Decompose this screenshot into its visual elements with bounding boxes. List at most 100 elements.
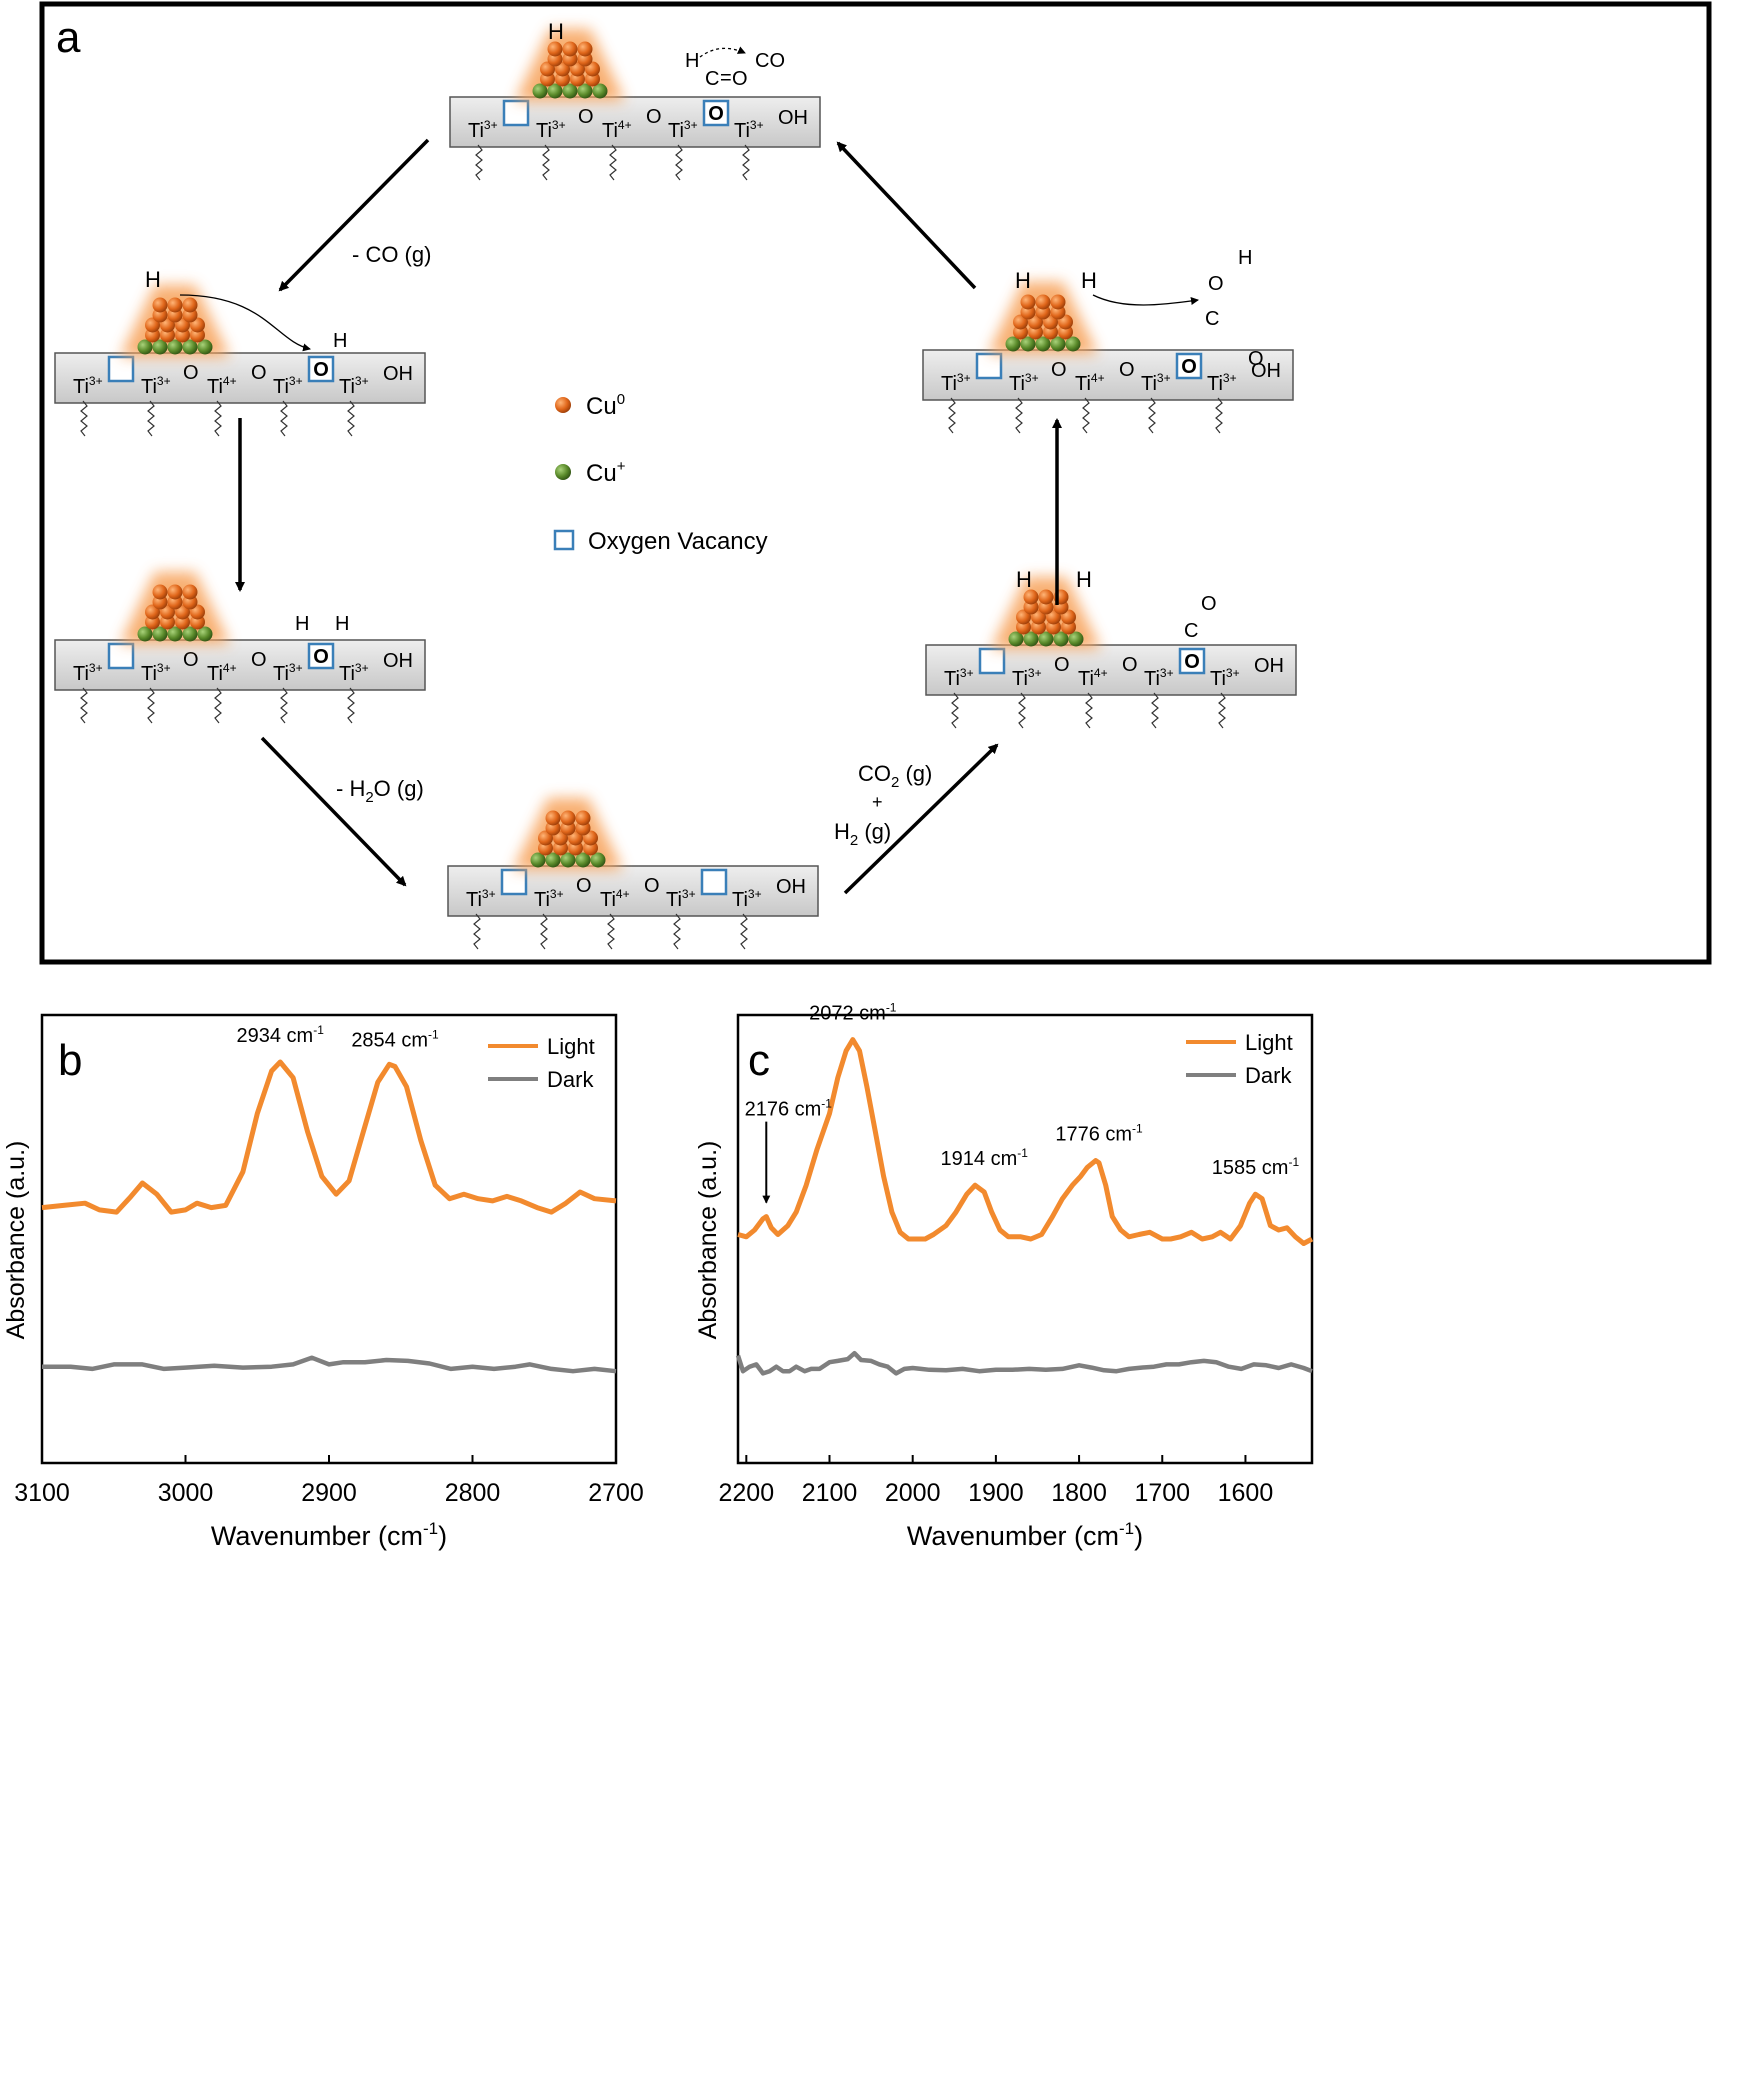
ti-site-label: Ti4+	[207, 661, 237, 685]
chart-c-x-tick-label: 1700	[1134, 1479, 1190, 1507]
bulk-bond	[1148, 397, 1156, 434]
ti-site-label: Ti3+	[466, 887, 496, 911]
legend-panel-a: Cu0 Cu+ Oxygen Vacancy	[553, 391, 768, 555]
label-minus-co: - CO (g)	[352, 242, 431, 267]
h-atom: H	[333, 330, 347, 352]
cu-plus-sphere	[182, 626, 198, 642]
label-co2: CO2 (g)	[858, 761, 932, 791]
chart-c-peak-label: 2176 cm-1	[745, 1097, 833, 1121]
vacancy-oxygen: O	[1181, 356, 1197, 378]
ti-site-label: Ti3+	[666, 887, 696, 911]
bridging-oxygen: O	[646, 106, 662, 128]
co-release-arrow	[699, 46, 746, 58]
oxygen-vacancy-icon	[502, 99, 530, 127]
cu-plus-sphere	[530, 852, 546, 868]
bulk-bond	[1085, 692, 1093, 729]
bridging-oxygen: O	[251, 362, 267, 384]
h-atom: H	[335, 613, 349, 635]
ti-site-label: Ti3+	[1012, 666, 1042, 690]
ti-site-label: Ti3+	[141, 661, 171, 685]
filled-vacancy-icon	[1175, 352, 1203, 380]
bulk-bond	[1018, 692, 1026, 729]
bulk-bond	[1015, 397, 1023, 434]
cu0-sphere	[167, 584, 183, 600]
bridging-oxygen: O	[576, 875, 592, 897]
oxygen-vacancy-icon	[978, 647, 1006, 675]
ti-site-label: Ti4+	[602, 118, 632, 142]
cu0-sphere	[1035, 294, 1051, 310]
ti-site-label: Ti3+	[73, 661, 103, 685]
hydroxyl-label: OH	[1251, 360, 1281, 382]
h-spillover-arrow	[179, 294, 311, 352]
bridging-oxygen: O	[183, 649, 199, 671]
cu-plus-sphere	[577, 83, 593, 99]
chart-b-x-tick-label: 2900	[301, 1479, 357, 1507]
ti-site-label: Ti3+	[273, 661, 303, 685]
legend-cu-plus: Cu+	[586, 458, 626, 487]
cu-plus-sphere	[152, 339, 168, 355]
cu-plus-sphere	[1008, 631, 1024, 647]
ti-site-label: Ti3+	[944, 666, 974, 690]
ti-site-label: Ti3+	[1009, 371, 1039, 395]
chart-b-x-tick-label: 2700	[588, 1479, 644, 1507]
ti-site-label: Ti3+	[1144, 666, 1174, 690]
label-minus-h2o: - H2O (g)	[336, 776, 424, 806]
bulk-bond	[280, 687, 288, 724]
cu-plus-sphere	[1038, 631, 1054, 647]
chart-b-legend: Light Dark	[488, 1034, 595, 1092]
cu0-sphere	[560, 810, 576, 826]
cu0-sphere	[575, 810, 591, 826]
filled-vacancy-icon	[1178, 647, 1206, 675]
bulk-bond	[475, 144, 483, 181]
bulk-bond	[951, 692, 959, 729]
chart-c-ylabel: Absorbance (a.u.)	[694, 1141, 722, 1340]
vacancy-oxygen: O	[313, 646, 329, 668]
chart-b-ylabel: Absorbance (a.u.)	[2, 1141, 30, 1340]
chart-c-x-tick-label: 1600	[1218, 1479, 1274, 1507]
bulk-bond	[740, 913, 748, 950]
h-atom: H	[145, 267, 161, 292]
bridging-oxygen: O	[578, 106, 594, 128]
cu0-sphere	[182, 297, 198, 313]
hydroxyl-label: OH	[383, 650, 413, 672]
h-transfer-arrow	[1092, 294, 1199, 306]
chart-c-peak-label: 1585 cm-1	[1212, 1155, 1300, 1179]
chart-c-x-tick-label: 2200	[719, 1479, 775, 1507]
co-product: CO	[755, 50, 785, 72]
cu0-sphere	[545, 810, 561, 826]
label-plus: +	[872, 792, 883, 812]
oxygen-vacancy-icon	[500, 868, 528, 896]
ti-site-label: Ti3+	[141, 374, 171, 398]
legend-vacancy: Oxygen Vacancy	[588, 528, 768, 555]
arrow-left-to-bottom	[260, 736, 407, 887]
bulk-bond	[607, 913, 615, 950]
arrow-top-to-left	[278, 138, 430, 292]
bridging-oxygen: O	[1054, 654, 1070, 676]
cu0-legend-sphere	[555, 397, 571, 413]
h-atom: H	[1081, 268, 1097, 293]
cu0-sphere	[1023, 589, 1039, 605]
vacancy-legend-icon	[553, 529, 575, 551]
hydroxyl-label: OH	[1254, 655, 1284, 677]
ti-site-label: Ti4+	[600, 887, 630, 911]
cu-plus-sphere	[1053, 631, 1069, 647]
formate-carbon: C	[1205, 308, 1219, 330]
bulk-bond	[742, 144, 750, 181]
chart-c-peak-label: 1776 cm-1	[1055, 1122, 1143, 1146]
legend-b-light: Light	[547, 1034, 595, 1059]
formate-oxygen: O	[732, 68, 748, 90]
chart-b-series-light	[41, 1059, 617, 1215]
h-atom: H	[1238, 247, 1252, 269]
bulk-bond	[147, 687, 155, 724]
panel-a-frame	[39, 1, 1712, 965]
cu-plus-sphere	[1050, 336, 1066, 352]
h-atom: H	[685, 50, 699, 72]
ti-site-label: Ti3+	[339, 374, 369, 398]
legend-c-light: Light	[1245, 1030, 1293, 1055]
